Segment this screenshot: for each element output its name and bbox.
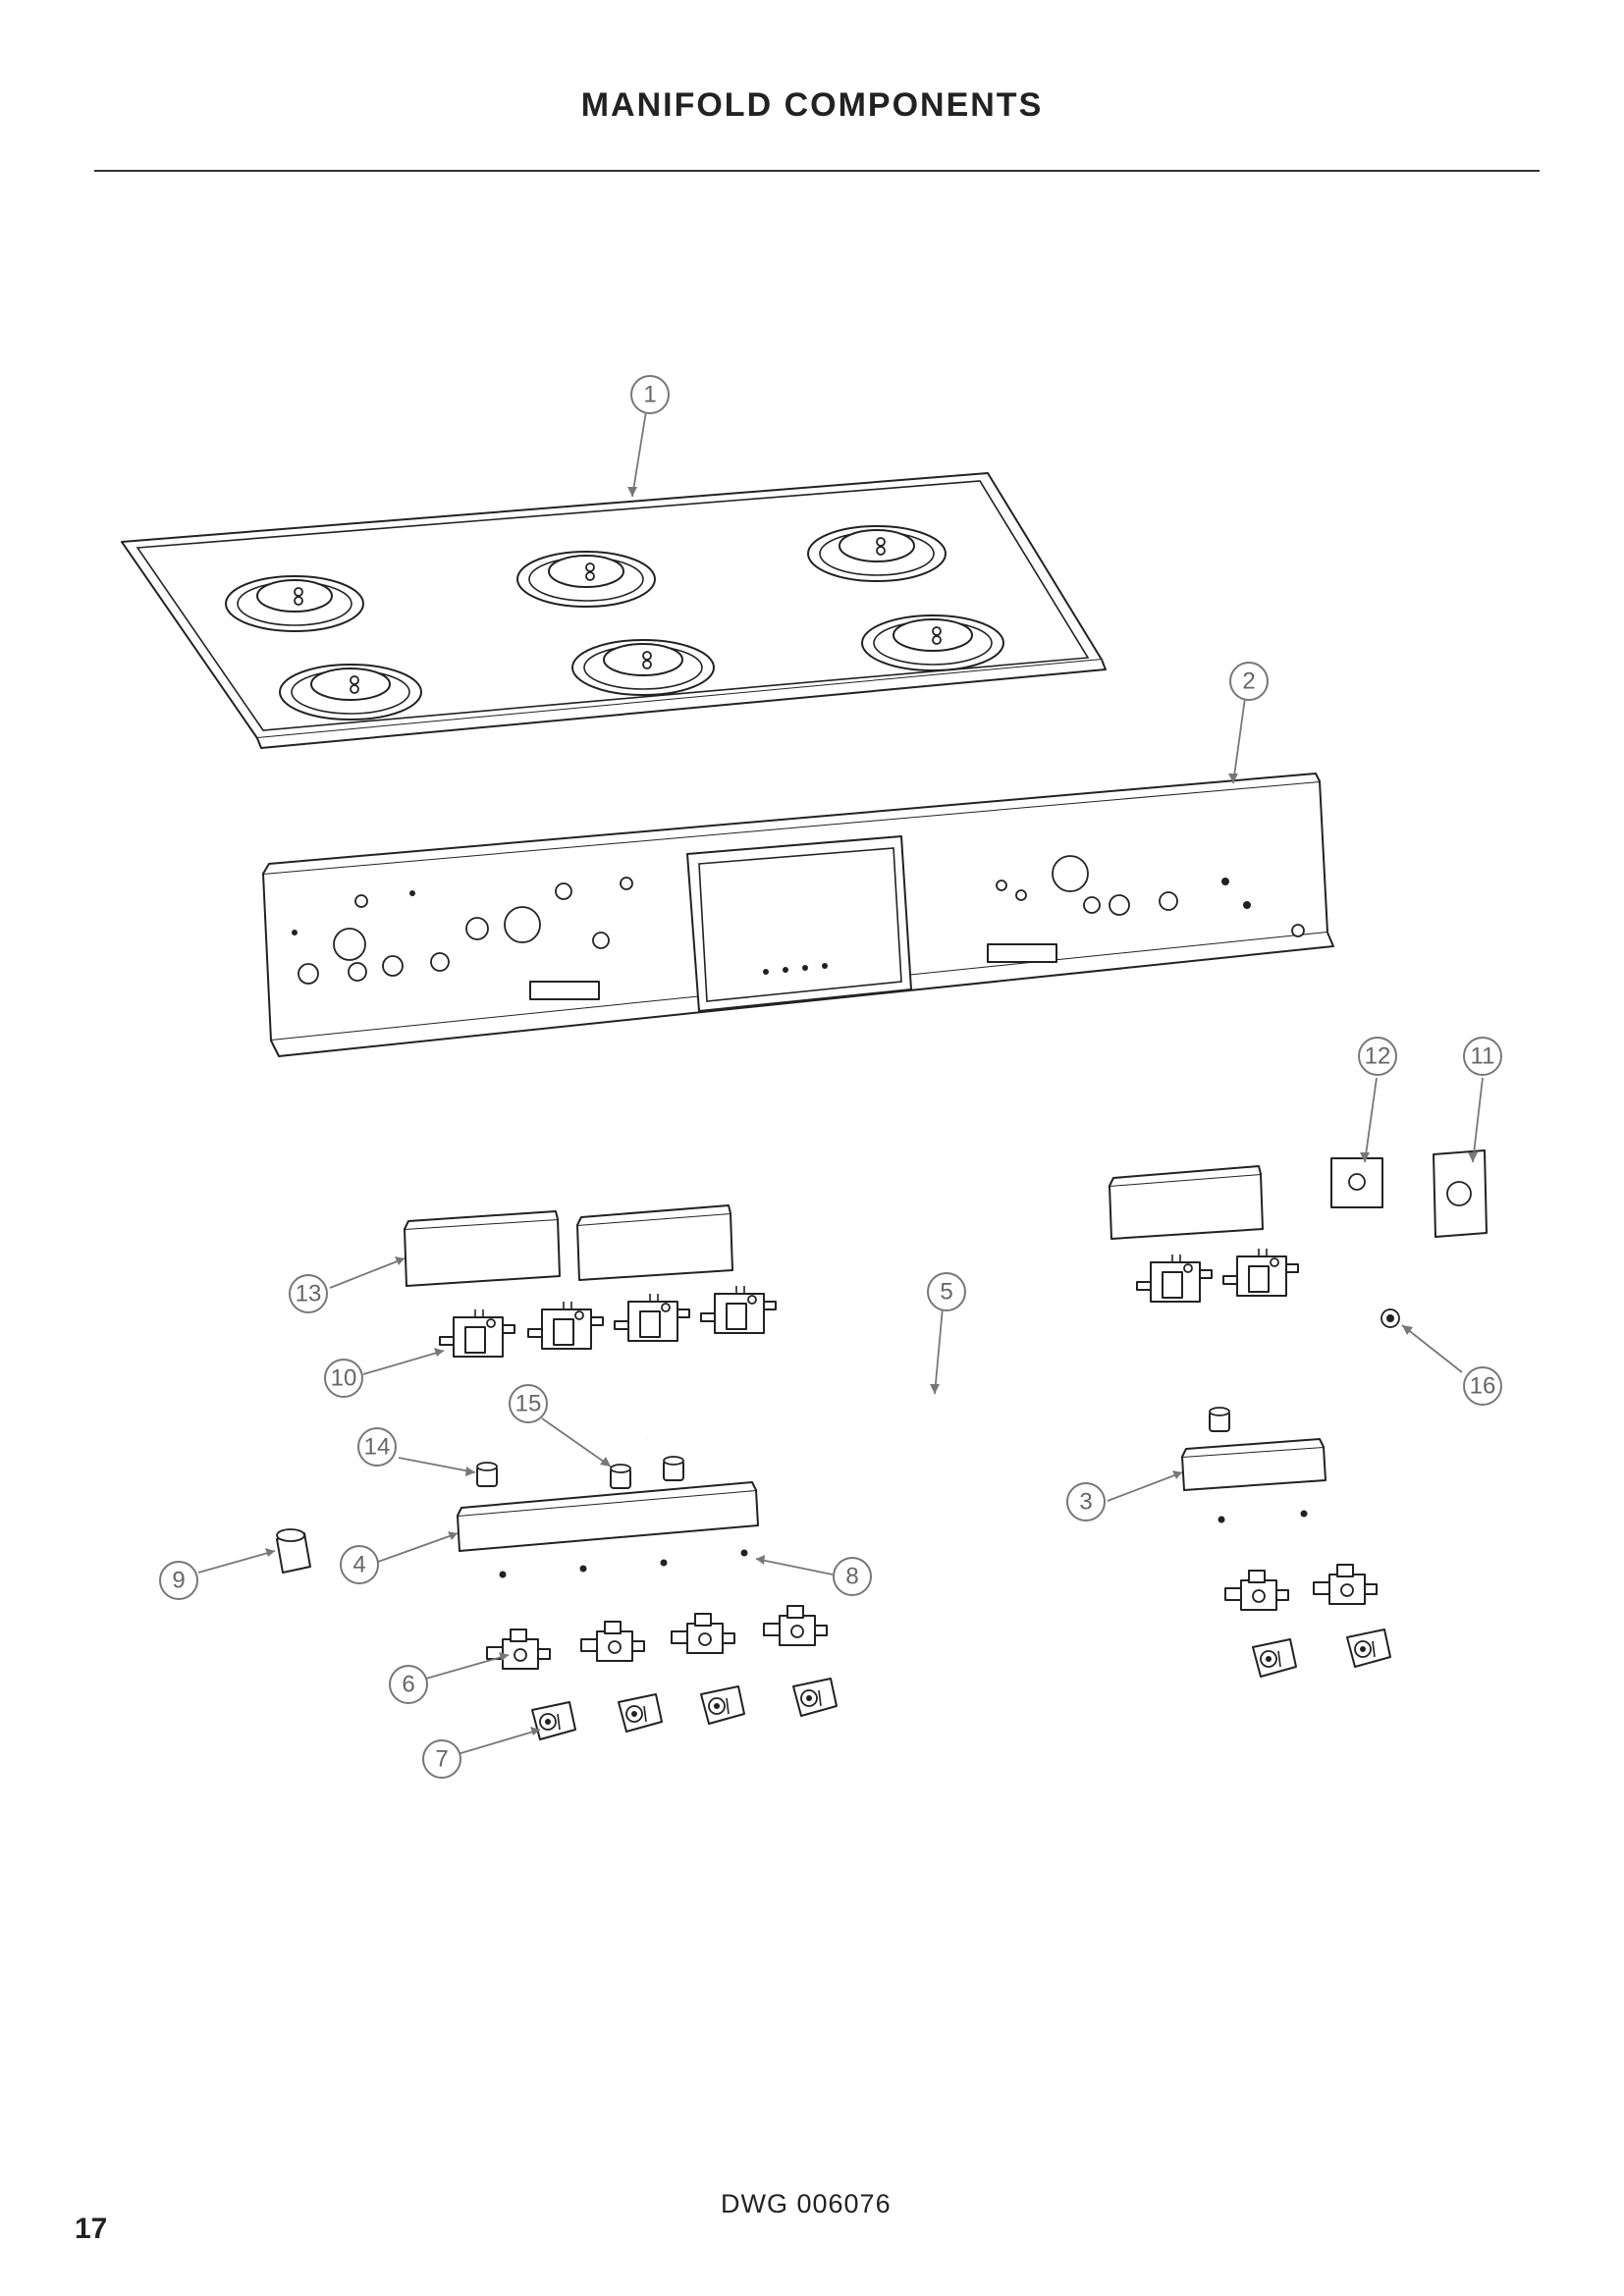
svg-text:9: 9 xyxy=(172,1568,185,1594)
callout-6: 6 xyxy=(389,1665,428,1704)
valve-brackets-left xyxy=(404,1204,733,1287)
svg-text:10: 10 xyxy=(331,1365,357,1392)
fitting-15b xyxy=(663,1456,684,1481)
screws xyxy=(499,1510,1308,1578)
svg-text:7: 7 xyxy=(435,1746,448,1773)
svg-text:8: 8 xyxy=(845,1564,858,1590)
svg-text:12: 12 xyxy=(1365,1043,1391,1070)
spark-module xyxy=(1433,1149,1488,1238)
svg-text:4: 4 xyxy=(352,1552,365,1578)
gas-valves xyxy=(486,1564,1378,1670)
gas-pipe xyxy=(623,1375,1201,1441)
svg-text:6: 6 xyxy=(402,1672,414,1698)
svg-text:14: 14 xyxy=(364,1434,391,1461)
svg-text:15: 15 xyxy=(515,1391,542,1417)
svg-text:3: 3 xyxy=(1079,1489,1092,1516)
solenoid-valves xyxy=(439,1248,1299,1358)
callout-13: 13 xyxy=(289,1274,328,1313)
svg-text:5: 5 xyxy=(940,1279,952,1306)
callout-3: 3 xyxy=(1066,1482,1106,1522)
elbow-fitting xyxy=(276,1528,311,1574)
callout-11: 11 xyxy=(1463,1037,1502,1076)
callout-12: 12 xyxy=(1358,1037,1397,1076)
callout-14: 14 xyxy=(357,1427,397,1467)
callout-9: 9 xyxy=(159,1561,198,1600)
svg-text:11: 11 xyxy=(1471,1043,1495,1070)
page-number: 17 xyxy=(75,2213,108,2245)
manifold-panel xyxy=(262,773,1334,1057)
svg-text:2: 2 xyxy=(1242,668,1255,695)
callout-1: 1 xyxy=(630,375,670,414)
manifold-bar-left xyxy=(457,1481,759,1552)
drawing-number: DWG 006076 xyxy=(721,2189,892,2218)
valve-bracket-right xyxy=(1109,1165,1264,1240)
callout-15: 15 xyxy=(509,1384,548,1423)
callout-16: 16 xyxy=(1463,1366,1502,1406)
callout-leaders xyxy=(197,410,1484,1755)
cooktop-tray xyxy=(121,472,1107,749)
mount-plate xyxy=(1330,1157,1383,1208)
fitting-15a xyxy=(610,1464,631,1489)
valve-knobs xyxy=(531,1629,1391,1740)
fitting-14 xyxy=(476,1462,498,1487)
svg-text:16: 16 xyxy=(1470,1373,1496,1400)
callout-4: 4 xyxy=(340,1545,379,1584)
svg-text:13: 13 xyxy=(296,1281,322,1308)
callout-8: 8 xyxy=(833,1557,872,1596)
svg-text:1: 1 xyxy=(643,382,656,408)
fitting-small xyxy=(1380,1308,1400,1328)
callout-2: 2 xyxy=(1229,662,1269,701)
page-title: MANIFOLD COMPONENTS xyxy=(580,86,1044,124)
callout-10: 10 xyxy=(324,1359,363,1398)
manifold-bar-right xyxy=(1181,1438,1326,1491)
callout-7: 7 xyxy=(422,1739,461,1779)
callout-5: 5 xyxy=(927,1272,966,1311)
title-divider xyxy=(94,170,1540,172)
fitting-right xyxy=(1209,1407,1230,1432)
